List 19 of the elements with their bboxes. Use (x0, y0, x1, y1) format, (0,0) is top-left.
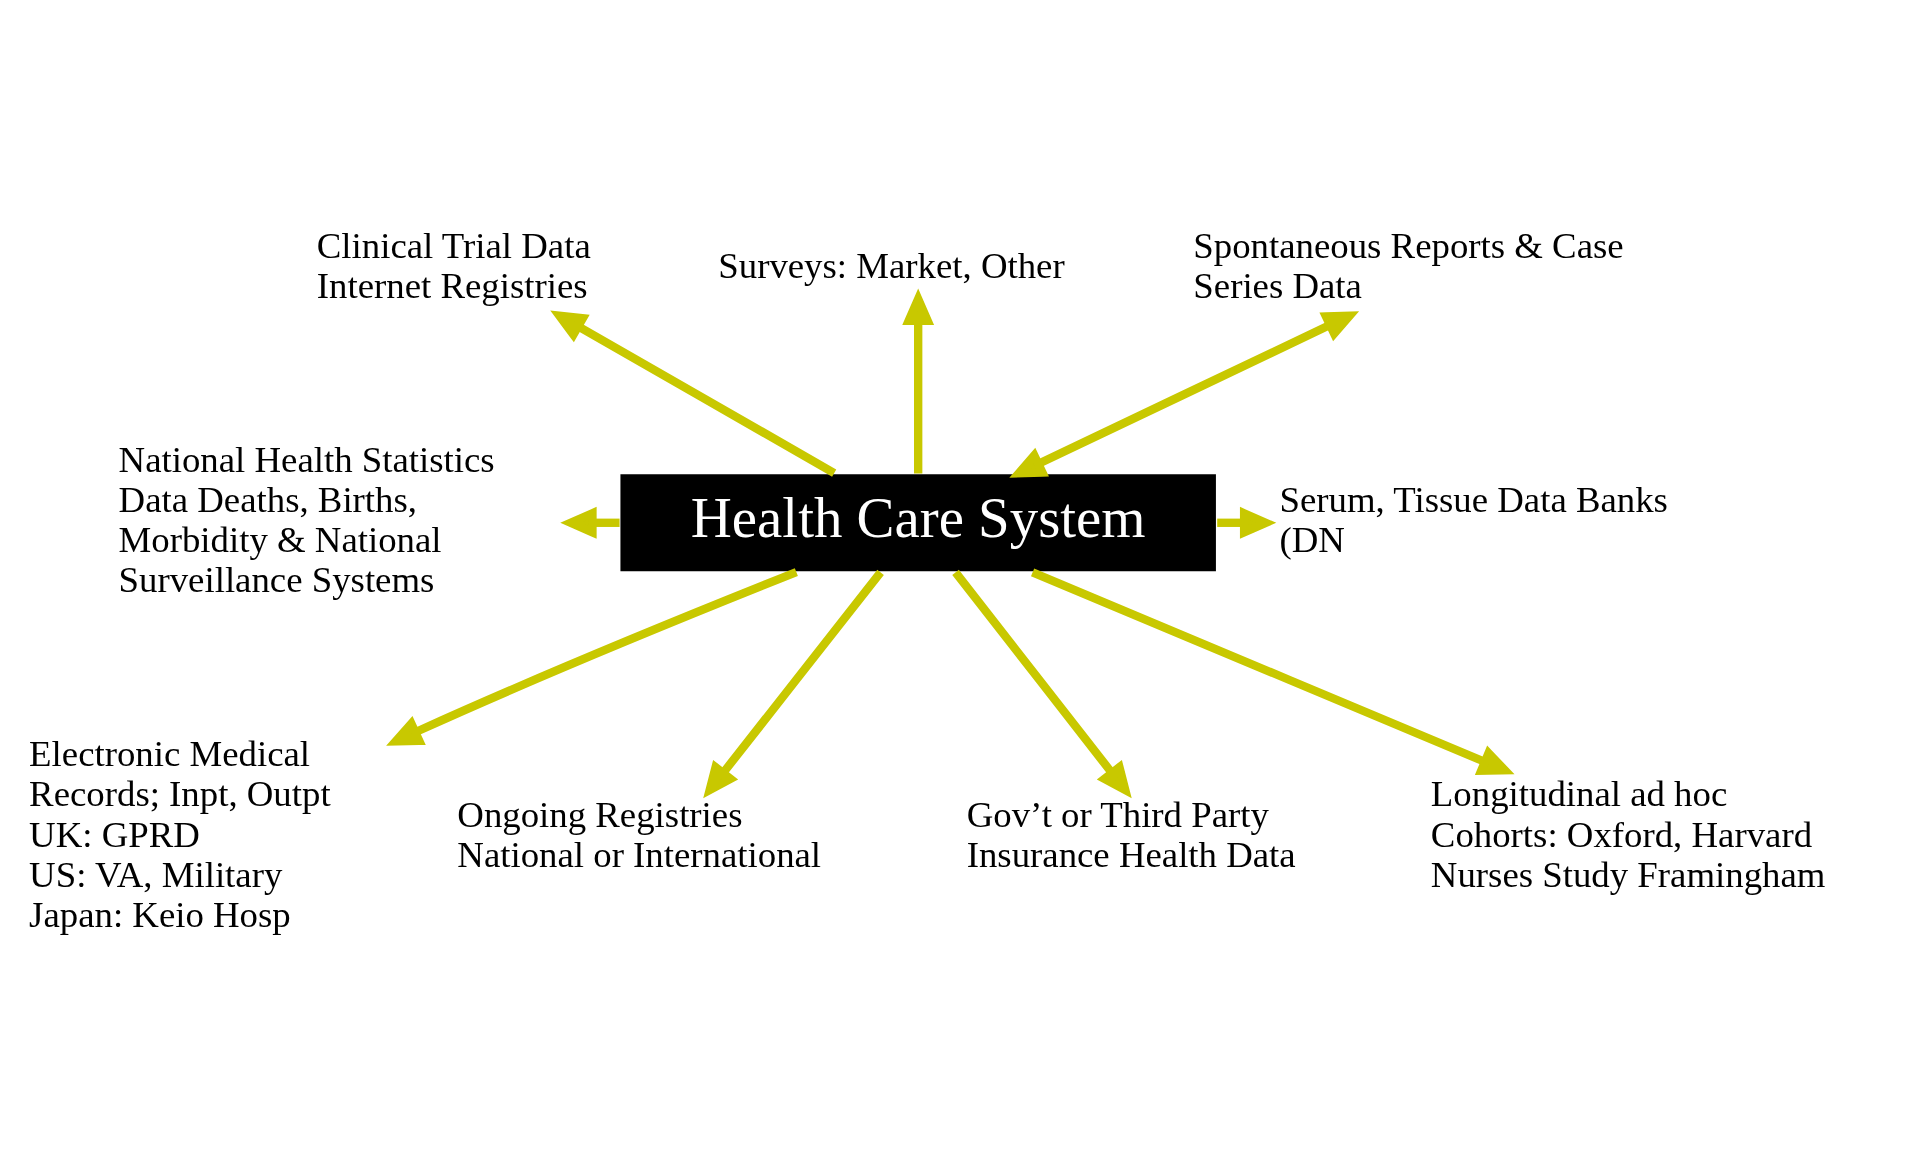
arrow (1031, 568, 1515, 775)
arrow (1009, 311, 1360, 478)
node-box: Health Care System (618, 472, 1218, 573)
arrow (386, 568, 798, 746)
node-text: Electronic Medical Records; Inpt, Outpt UK: GPRD US: VA, Military Japan: Keio Hosp (29, 733, 331, 935)
arrow (550, 310, 837, 477)
arrow (902, 288, 935, 474)
node-text: Gov’t or Third Party Insurance Health Data (966, 793, 1296, 875)
arrow (560, 506, 620, 539)
arrow (952, 569, 1132, 799)
node-text: Surveys: Market, Other (718, 244, 1065, 286)
node-text: National Health Statistics Data Deaths, Births, Morbidity & National Surveillance Systems (118, 438, 495, 601)
node-text: Spontaneous Reports & Case Series Data (1193, 224, 1624, 306)
node-text: Clinical Trial Data Internet Registries (316, 224, 591, 306)
arrow (1217, 506, 1277, 539)
arrow (703, 569, 884, 799)
node-text: Ongoing Registries National or International (457, 793, 822, 875)
node-text: Serum, Tissue Data Banks (DN (1279, 479, 1668, 561)
node-text: Longitudinal ad hoc Cohorts: Oxford, Harvard Nurses Study Framingham (1430, 773, 1826, 895)
